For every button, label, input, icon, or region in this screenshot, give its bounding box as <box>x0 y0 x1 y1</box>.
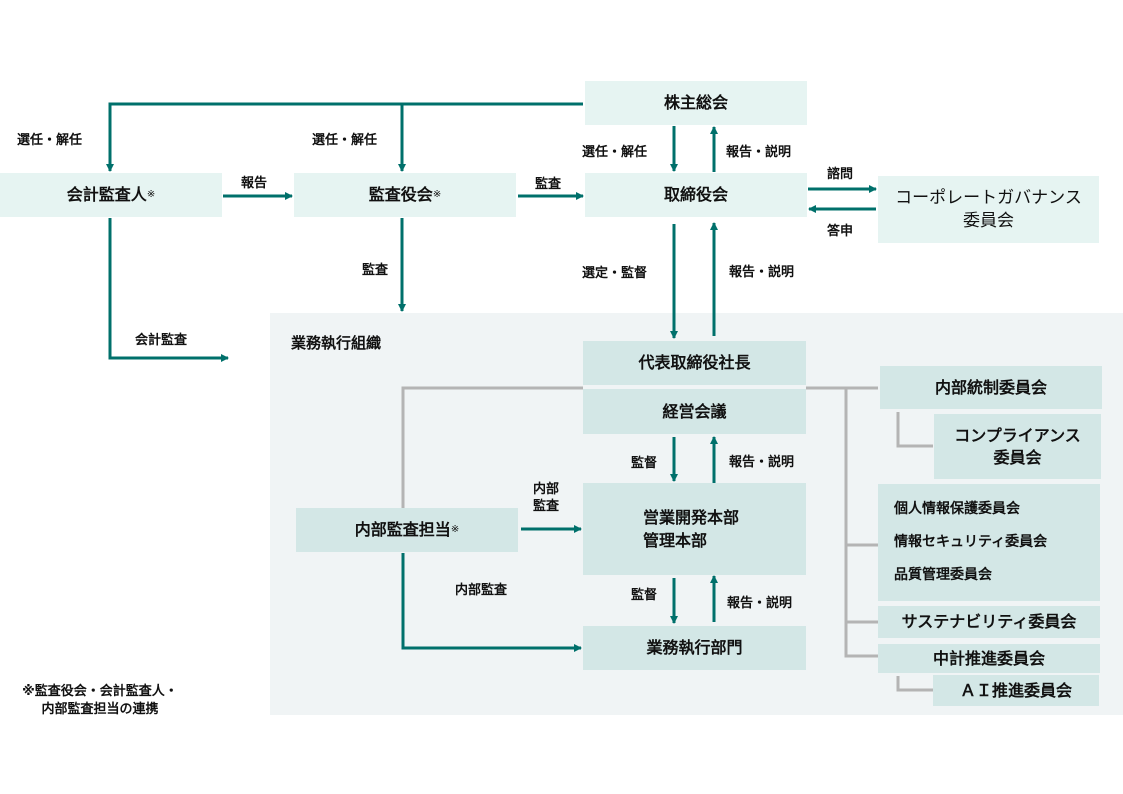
label-audit: 監査 <box>535 177 562 192</box>
label-internal-audit-divisions: 内部 監査 <box>533 482 559 516</box>
ai-committee-box: ＡＩ推進委員会 <box>933 675 1099 706</box>
label-consult: 諮問 <box>827 167 854 182</box>
divisions-label-line1: 営業開発本部 <box>643 507 740 527</box>
connector-ceo-internal-audit <box>401 386 583 508</box>
arrow-accounting-audit <box>108 218 229 362</box>
ceo-box: 代表取締役社長 <box>583 341 806 385</box>
compliance-committee-label-line2: 委員会 <box>993 447 1042 467</box>
internal-control-committee-label: 内部統制委員会 <box>934 377 1047 397</box>
label-report-explain-operations: 報告・説明 <box>727 596 793 611</box>
exec-area-title: 業務執行組織 <box>291 334 382 352</box>
label-appoint-dismiss-directors: 選任・解任 <box>582 145 648 160</box>
management-meeting-label: 経営会議 <box>662 401 727 421</box>
operations-label: 業務執行部門 <box>646 638 743 658</box>
midterm-plan-committee-label: 中計推進委員会 <box>932 648 1045 668</box>
governance-committee-box: コーポレートガバナンス 委員会 <box>878 176 1099 243</box>
accounting-auditor-label: 会計監査人 <box>66 185 147 205</box>
shareholders-meeting-label: 株主総会 <box>663 93 728 113</box>
label-reply: 答申 <box>827 224 854 239</box>
governance-committee-label-line1: コーポレートガバナンス <box>895 187 1082 208</box>
compliance-committee-box: コンプライアンス 委員会 <box>934 414 1101 479</box>
label-internal-audit-operations: 内部監査 <box>455 583 508 598</box>
arrow-shareholders-to-accounting-auditor <box>106 102 583 172</box>
shareholders-meeting-box: 株主総会 <box>585 81 807 125</box>
label-report: 報告 <box>241 176 268 191</box>
label-report-explain-mgmt: 報告・説明 <box>729 455 795 470</box>
footnote: ※監査役会・会計監査人・ 内部監査担当の連携 <box>0 683 200 719</box>
label-supervise-operations: 監督 <box>631 588 658 603</box>
sustainability-committee-label: サステナビリティ委員会 <box>901 612 1077 632</box>
label-report-explain-shareholders: 報告・説明 <box>726 145 792 160</box>
governance-committee-label-line2: 委員会 <box>963 210 1014 231</box>
operations-box: 業務執行部門 <box>583 626 806 670</box>
ceo-label: 代表取締役社長 <box>638 353 751 373</box>
divisions-label-line2: 管理本部 <box>643 531 708 550</box>
teal-arrows <box>106 102 877 652</box>
infosec-committee-label: 情報セキュリティ委員会 <box>894 534 1048 551</box>
divisions-box: 営業開発本部 管理本部 <box>583 483 806 575</box>
note-mark: ※ <box>432 188 442 200</box>
note-mark: ※ <box>146 188 156 200</box>
connector-compliance <box>896 412 933 448</box>
compliance-committee-label-line1: コンプライアンス <box>954 425 1081 445</box>
internal-audit-label: 内部監査担当 <box>354 520 451 540</box>
board-of-directors-box: 取締役会 <box>585 173 807 217</box>
privacy-committee-label: 個人情報保護委員会 <box>894 501 1020 518</box>
committee-group-box: 個人情報保護委員会 情報セキュリティ委員会 品質管理委員会 <box>878 484 1100 601</box>
ai-committee-label: ＡＩ推進委員会 <box>959 680 1072 700</box>
label-select-supervise: 選定・監督 <box>582 266 648 281</box>
label-accounting-audit: 会計監査 <box>135 333 188 348</box>
accounting-auditor-box: 会計監査人※ <box>0 173 222 217</box>
label-appoint-dismiss-auditor: 選任・解任 <box>17 133 83 148</box>
note-mark: ※ <box>450 523 460 535</box>
midterm-plan-committee-box: 中計推進委員会 <box>878 644 1100 673</box>
footnote-line2: 内部監査担当の連携 <box>41 702 159 718</box>
audit-board-label: 監査役会 <box>368 185 433 205</box>
board-of-directors-label: 取締役会 <box>663 185 728 205</box>
sustainability-committee-box: サステナビリティ委員会 <box>878 606 1100 638</box>
audit-board-box: 監査役会※ <box>294 173 516 217</box>
label-internal-audit-divisions-line2: 監査 <box>533 498 560 514</box>
label-internal-audit-divisions-line1: 内部 <box>533 482 560 497</box>
label-appoint-dismiss-board-auditors: 選任・解任 <box>312 133 378 148</box>
label-audit-exec: 監査 <box>362 263 389 278</box>
label-report-explain-board: 報告・説明 <box>729 265 795 280</box>
grey-connectors <box>401 386 933 692</box>
internal-audit-box: 内部監査担当※ <box>296 508 518 552</box>
internal-control-committee-box: 内部統制委員会 <box>880 366 1102 409</box>
arrow-internal-audit-to-operations <box>401 553 582 652</box>
label-supervise-divisions: 監督 <box>631 456 658 471</box>
connector-committee-trunk <box>844 388 878 658</box>
quality-committee-label: 品質管理委員会 <box>894 566 992 583</box>
connector-ai <box>896 676 933 692</box>
footnote-line1: ※監査役会・会計監査人・ <box>22 684 178 699</box>
management-meeting-box: 経営会議 <box>583 389 806 434</box>
